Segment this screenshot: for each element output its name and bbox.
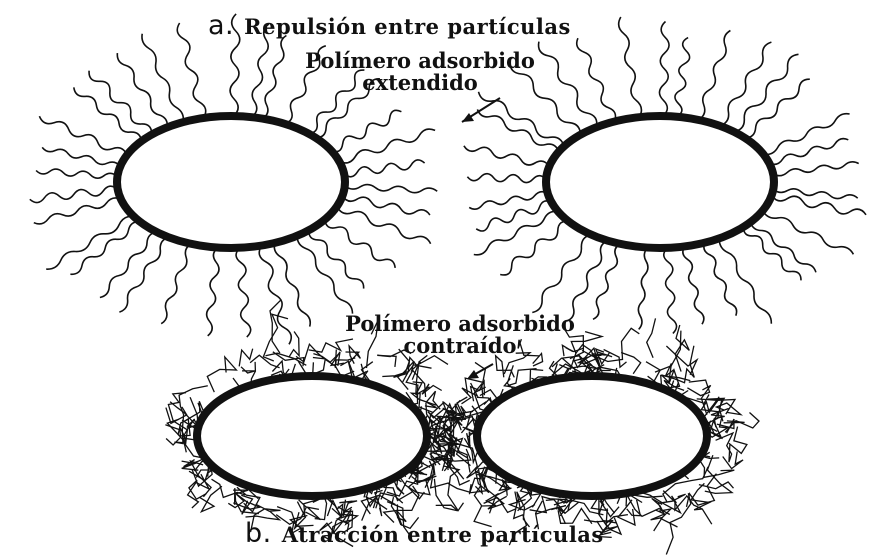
polymer-chain-contracted [496,356,515,378]
polymer-chain [683,246,704,324]
polymer-chain-contracted [729,427,747,454]
polymer-chain-contracted [723,452,743,469]
particle-a-left [117,116,345,248]
polymer-chain [297,236,352,314]
polymer-chain [34,198,121,224]
polymer-chain [70,222,140,275]
polymer-chain [476,201,552,231]
panel-b-title-text: Atracción entre partículas [282,522,604,547]
polymer-chain-contracted [651,510,665,531]
contracted-polymer-label: Polímero adsorbido contraído [305,313,615,357]
polymer-chain [119,237,168,312]
polymer-chain [207,248,219,336]
polymer-chain [339,129,435,163]
polymer-chain [675,38,690,117]
polymer-chain [467,174,546,183]
contracted-label-line1: Polímero adsorbido [305,313,615,335]
polymer-chain-contracted [568,500,603,515]
polymer-chain-contracted [270,300,281,354]
extended-polymer-label: Polímero adsorbido extendido [270,50,570,94]
polymer-chain [46,216,133,269]
polymer-chain-contracted [462,383,478,404]
polymer-chain-contracted [647,318,656,357]
contracted-label-line2: contraído [305,335,615,357]
polymer-chain [30,186,118,202]
polymer-chain-contracted [207,357,236,392]
polymer-chain [259,246,291,345]
polymer-chain-contracted [375,490,383,516]
polymer-chain [331,110,401,151]
polymer-chain [763,114,849,155]
panel-b-letter: b. [245,518,272,549]
panel-a-title-text: Repulsión entre partículas [244,14,571,39]
polymer-chain-contracted [699,482,734,489]
particle-b-left [197,376,427,496]
polymer-chain-contracted [241,367,255,373]
extended-label-line1: Polímero adsorbido [270,50,570,72]
polymer-chain [751,222,816,272]
polymer-chain [236,248,251,337]
polymer-chain [698,31,730,120]
polymer-chain [532,235,591,313]
particle-a-right [546,116,774,248]
polymer-chain [39,116,127,155]
polymer-chain [177,23,205,118]
polymer-chain [664,248,677,334]
panel-a-title: a. Repulsión entre partículas [208,12,571,39]
polymer-chain [659,22,669,117]
polymer-chain [619,17,642,117]
polymer-chain-contracted [239,349,253,367]
polymer-chain-contracted [200,486,222,511]
polymer-chain-contracted [305,507,320,520]
polymer-chain [464,146,549,167]
polymer-chain [638,248,648,330]
polymer-chain [469,192,548,209]
panel-a-letter: a. [208,10,234,41]
polymer-chain-contracted [510,500,535,511]
polymer-chain [477,109,558,151]
arrow-extended [462,98,500,122]
polymer-chain [89,71,152,135]
panel-b-title: b. Atracción entre partículas [245,520,604,547]
polymer-chain [567,241,608,321]
polymer-chain-contracted [659,509,678,527]
polymer-chain [745,79,810,138]
polymer-chain [142,34,183,122]
particle-b-right [477,376,707,496]
polymer-chain [345,185,437,193]
polymer-chain [500,222,569,275]
extended-label-line2: extendido [270,72,570,94]
polymer-chain [36,169,117,178]
polymer-chain [704,243,737,316]
polymer-chain [344,160,425,177]
polymer-chain [773,189,857,199]
polymer-chain [577,38,616,121]
polymer-chain [593,244,621,319]
polymer-chain [325,220,395,268]
polymer-chain [309,230,364,288]
polymer-chain [743,227,801,281]
polymer-chain [117,53,167,127]
polymer-chain [474,211,559,254]
polymer-chain [161,244,191,324]
polymer-chain-contracted [425,391,440,409]
polymer-chain [772,195,866,215]
polymer-chain [773,162,859,176]
polymer-chain [763,211,854,255]
